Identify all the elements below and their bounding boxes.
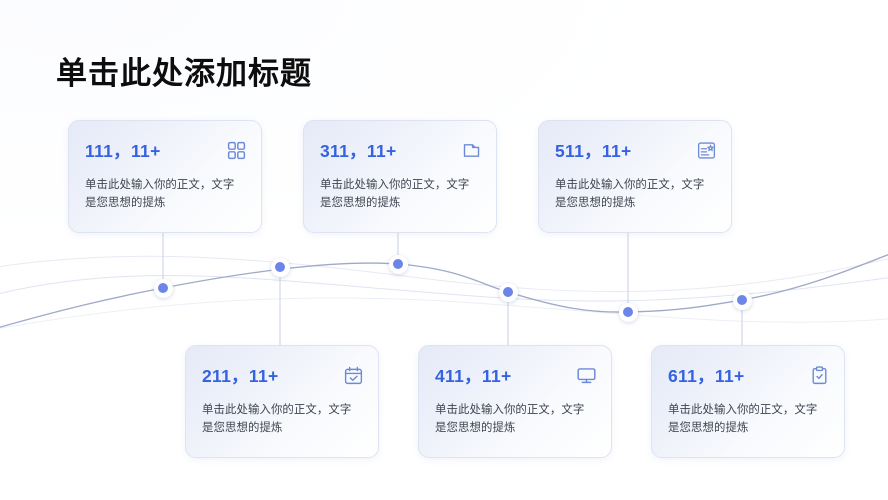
info-card-5[interactable]: 511，11+ 单击此处输入你的正文，文字是您思想的提炼: [538, 120, 732, 233]
card-body-text: 单击此处输入你的正文，文字是您思想的提炼: [85, 179, 235, 210]
card-title: 211，11+: [202, 365, 279, 386]
info-card-2[interactable]: 211，11+ 单击此处输入你的正文，文字是您思想的提炼: [185, 345, 379, 458]
card-title: 611，11+: [668, 365, 745, 386]
calendar-check-icon: [343, 365, 364, 386]
info-card-3[interactable]: 311，11+ 单击此处输入你的正文，文字是您思想的提炼: [303, 120, 497, 233]
timeline-node-4[interactable]: [498, 282, 518, 302]
timeline-node-2[interactable]: [270, 257, 290, 277]
card-body-text: 单击此处输入你的正文，文字是您思想的提炼: [320, 179, 470, 210]
card-header: 311，11+: [320, 137, 482, 163]
info-card-1[interactable]: 111，11+ 单击此处输入你的正文，文字是您思想的提炼: [68, 120, 262, 233]
certificate-card-icon: [696, 140, 717, 161]
card-body-text: 单击此处输入你的正文，文字是您思想的提炼: [435, 404, 585, 435]
card-title: 111，11+: [85, 140, 161, 161]
wave-main: [0, 254, 888, 328]
card-header: 211，11+: [202, 362, 364, 388]
page-title: 单击此处添加标题: [56, 56, 312, 91]
card-title: 311，11+: [320, 140, 397, 161]
clipboard-check-icon: [809, 365, 830, 386]
info-card-6[interactable]: 611，11+ 单击此处输入你的正文，文字是您思想的提炼: [651, 345, 845, 458]
card-title: 511，11+: [555, 140, 632, 161]
timeline-node-6[interactable]: [732, 290, 752, 310]
info-card-4[interactable]: 411，11+ 单击此处输入你的正文，文字是您思想的提炼: [418, 345, 612, 458]
card-header: 411，11+: [435, 362, 597, 388]
card-body-text: 单击此处输入你的正文，文字是您思想的提炼: [668, 404, 818, 435]
folder-icon: [461, 140, 482, 161]
card-header: 611，11+: [668, 362, 830, 388]
timeline-node-5[interactable]: [618, 302, 638, 322]
card-body-text: 单击此处输入你的正文，文字是您思想的提炼: [555, 179, 705, 210]
wave-light-2: [0, 255, 888, 293]
monitor-icon: [576, 365, 597, 386]
wave-light-3: [0, 297, 888, 329]
card-header: 111，11+: [85, 137, 247, 163]
grid-four-squares-icon: [226, 140, 247, 161]
wave-light-1: [0, 275, 888, 302]
card-body-text: 单击此处输入你的正文，文字是您思想的提炼: [202, 404, 352, 435]
timeline-node-3[interactable]: [388, 254, 408, 274]
card-header: 511，11+: [555, 137, 717, 163]
card-title: 411，11+: [435, 365, 512, 386]
timeline-node-1[interactable]: [153, 278, 173, 298]
